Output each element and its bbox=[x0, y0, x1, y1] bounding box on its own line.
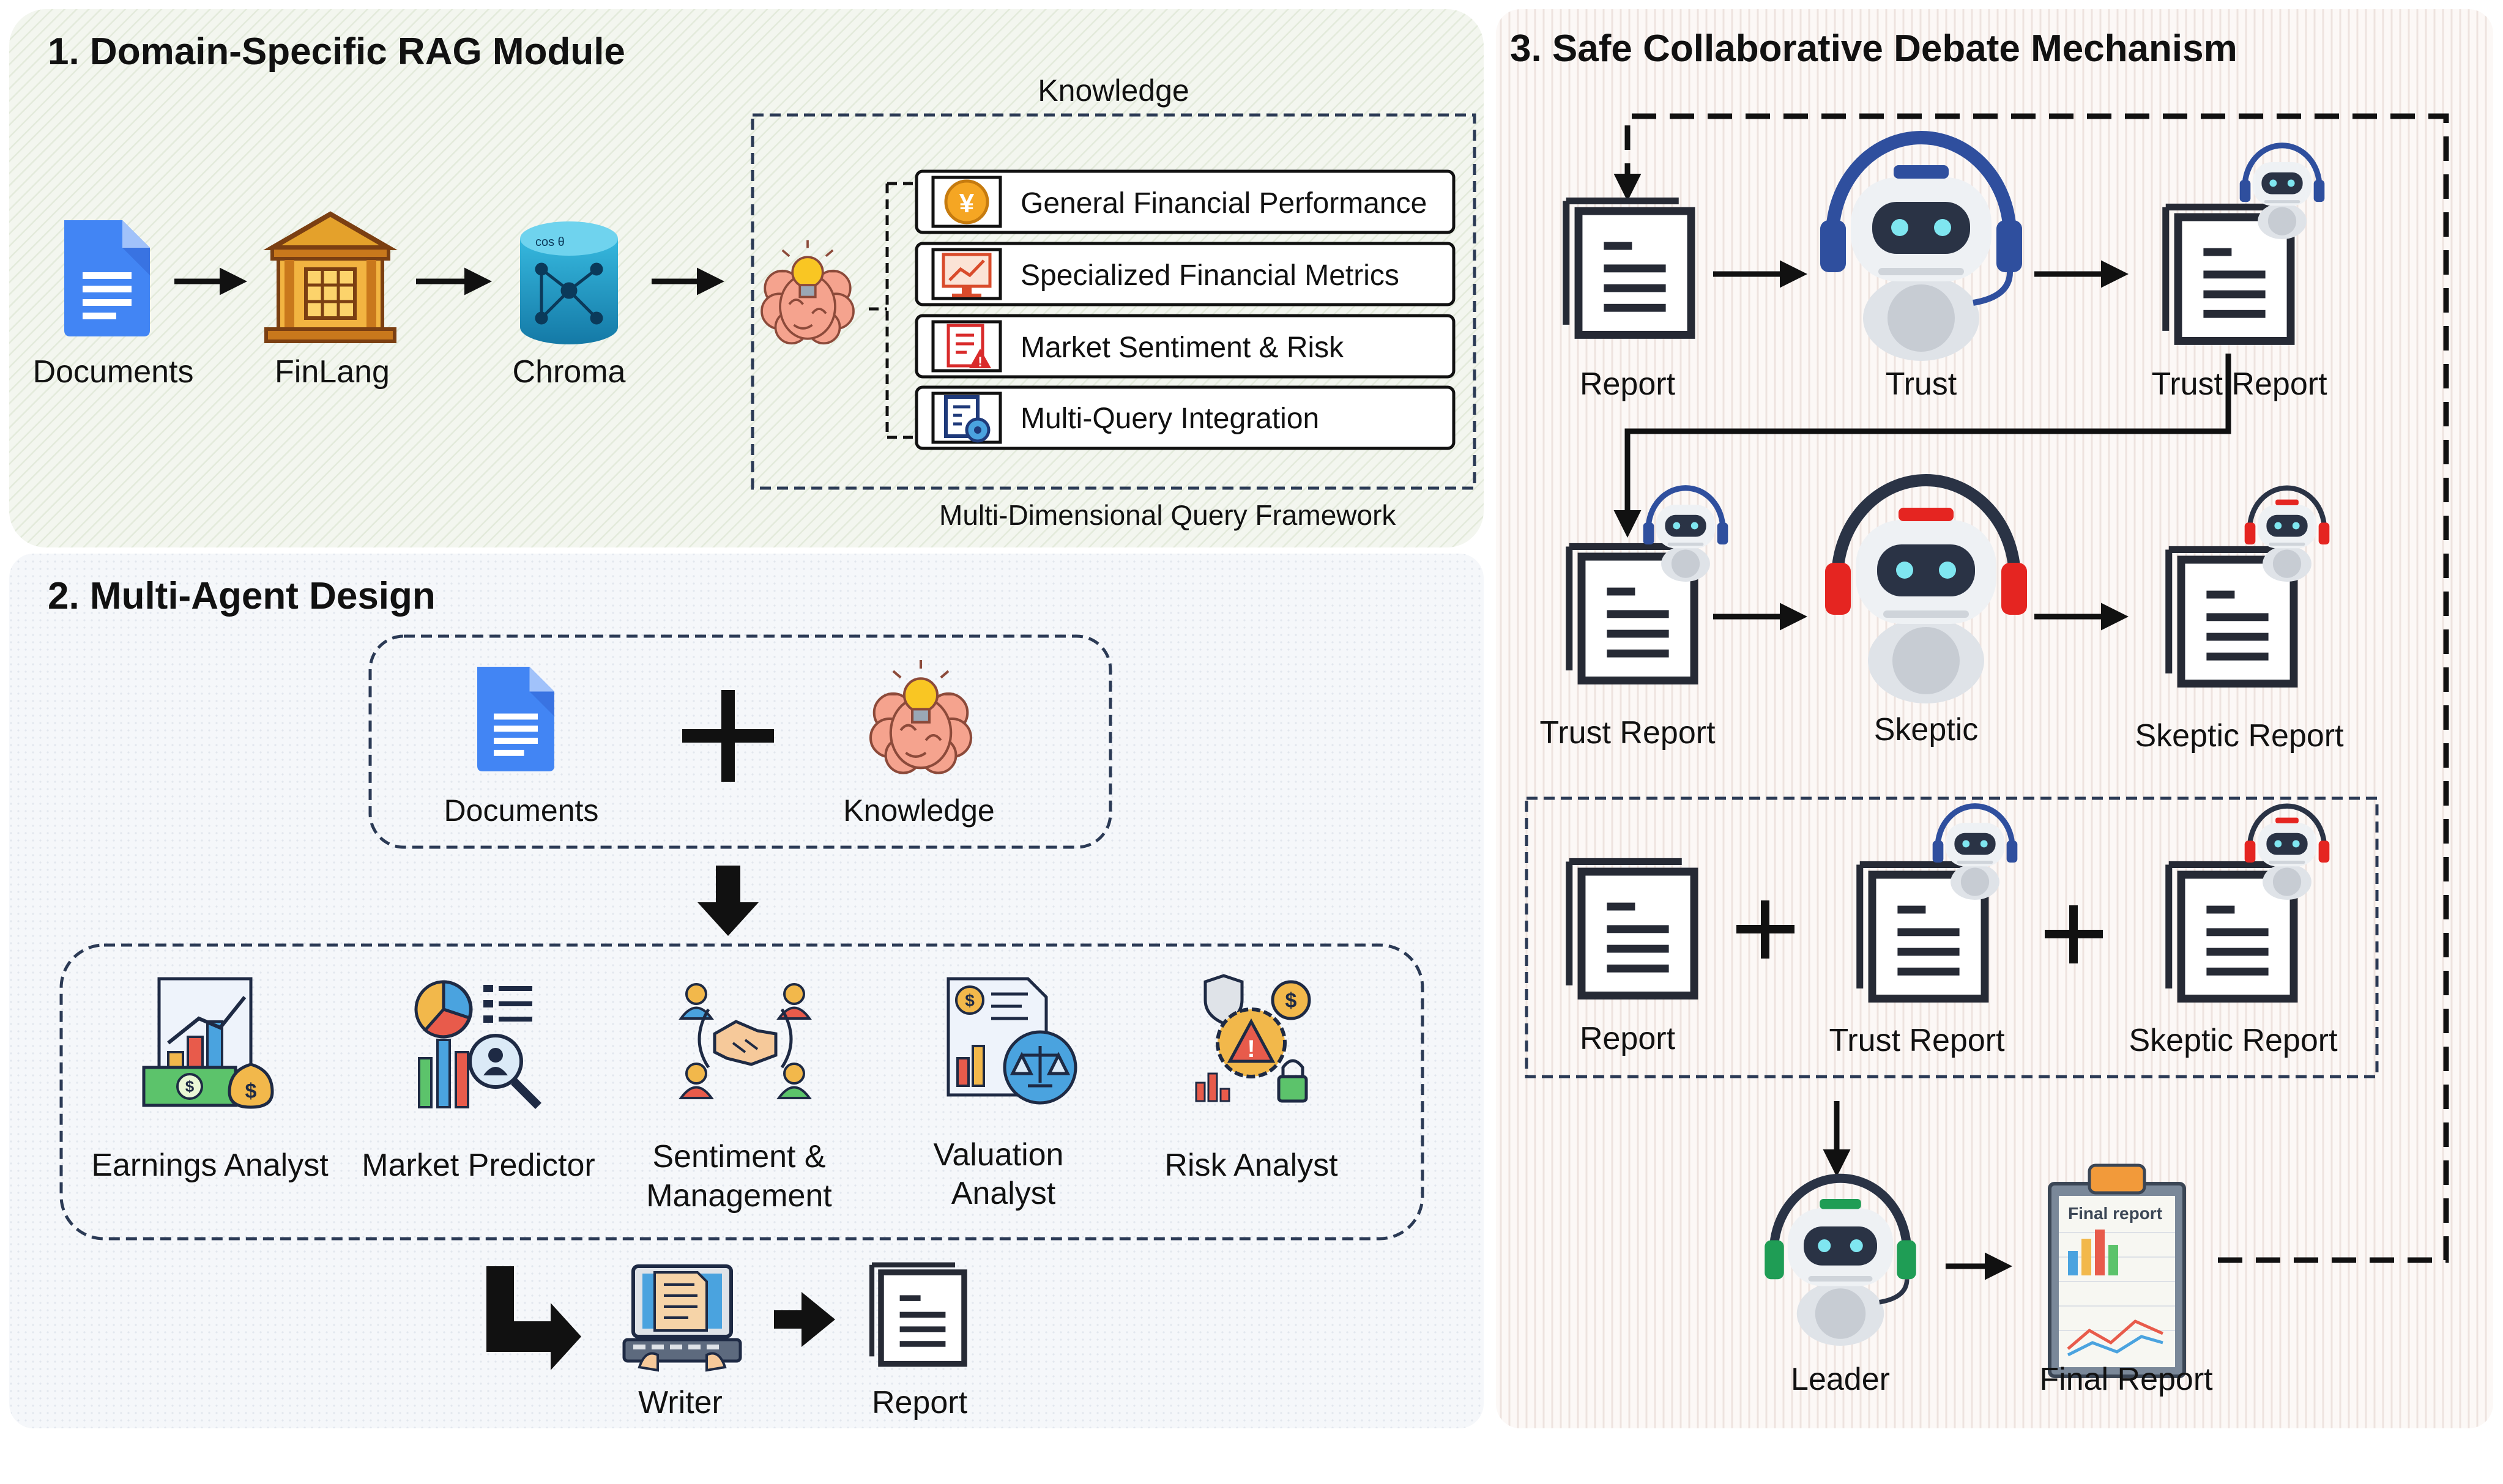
documents-icon bbox=[477, 667, 554, 771]
report-icon bbox=[872, 1265, 964, 1364]
agent-label-line2: Analyst bbox=[951, 1176, 1056, 1211]
svg-text:$: $ bbox=[185, 1077, 195, 1096]
section2-panel bbox=[9, 554, 1484, 1428]
integration-gear-icon bbox=[944, 395, 991, 443]
query-item: ¥ General Financial Performance bbox=[915, 169, 1456, 234]
final-report-label: Final Report bbox=[2039, 1362, 2213, 1397]
row2-label-trust-report: Trust Report bbox=[1539, 715, 1716, 751]
warning-document-icon: ! bbox=[947, 324, 991, 369]
row3-label-report: Report bbox=[1580, 1021, 1676, 1056]
query-item: Multi-Query Integration bbox=[915, 385, 1456, 450]
final-report-clipboard-icon: Final report bbox=[2048, 1163, 2186, 1378]
feedback-loop-arrow bbox=[1613, 113, 2449, 1263]
section3-title: 3. Safe Collaborative Debate Mechanism bbox=[1510, 28, 2237, 70]
earnings-chart-icon: $ $ bbox=[142, 977, 274, 1109]
yen-coin-icon: ¥ bbox=[944, 179, 989, 224]
agent-label: Sentiment & bbox=[652, 1139, 825, 1174]
skeptic-robot-badge-icon bbox=[2244, 803, 2330, 900]
row2-label-skeptic-report: Skeptic Report bbox=[2135, 718, 2344, 754]
trust-robot-icon bbox=[1820, 131, 2022, 361]
query-bracket bbox=[869, 182, 915, 439]
input-label-documents: Documents bbox=[444, 793, 599, 828]
svg-text:!: ! bbox=[1247, 1036, 1255, 1063]
agent-label-line2: Management bbox=[646, 1178, 832, 1214]
report-icon bbox=[1566, 201, 1691, 335]
row2-label-skeptic: Skeptic bbox=[1874, 712, 1979, 748]
risk-shield-icon: $ ! bbox=[1195, 974, 1311, 1103]
query-label: Market Sentiment & Risk bbox=[1021, 332, 1344, 364]
query-label: Specialized Financial Metrics bbox=[1021, 259, 1399, 292]
clipboard-caption: Final report bbox=[2068, 1204, 2162, 1223]
plus-icon bbox=[682, 690, 774, 782]
trust-robot-badge-icon bbox=[2239, 143, 2325, 239]
agents-box bbox=[59, 943, 1424, 1241]
market-analysis-icon bbox=[414, 980, 541, 1109]
skeptic-robot-badge-icon bbox=[2244, 485, 2330, 582]
right-arrow-icon bbox=[774, 1292, 835, 1347]
valuation-scale-icon: $ bbox=[947, 977, 1077, 1105]
inputs-box bbox=[368, 634, 1112, 849]
plus-icon bbox=[2045, 905, 2103, 963]
query-item: ! Market Sentiment & Risk bbox=[915, 314, 1456, 379]
query-framework-box bbox=[751, 113, 1476, 490]
agent-label: Risk Analyst bbox=[1164, 1148, 1338, 1183]
svg-text:$: $ bbox=[1285, 989, 1297, 1012]
svg-text:$: $ bbox=[245, 1080, 257, 1103]
trust-robot-badge-icon bbox=[1643, 485, 1728, 582]
chroma-icon-caption: cos θ bbox=[535, 236, 565, 249]
connector-arrow bbox=[1613, 354, 2231, 538]
pipeline-label-finlang: FinLang bbox=[275, 354, 390, 390]
skeptic-robot-icon bbox=[1825, 474, 2027, 703]
writer-label: Writer bbox=[638, 1385, 723, 1420]
query-label: General Financial Performance bbox=[1021, 187, 1427, 220]
pipeline-label-documents: Documents bbox=[33, 354, 194, 390]
row1-label-trust: Trust bbox=[1886, 366, 1957, 402]
row1-label-report: Report bbox=[1580, 366, 1676, 402]
section2-title: 2. Multi-Agent Design bbox=[48, 575, 436, 617]
svg-text:¥: ¥ bbox=[959, 188, 975, 218]
leader-label: Leader bbox=[1791, 1362, 1890, 1397]
section1-title: 1. Domain-Specific RAG Module bbox=[48, 31, 625, 73]
agent-label: Earnings Analyst bbox=[91, 1148, 329, 1183]
input-label-knowledge: Knowledge bbox=[843, 793, 994, 828]
handshake-icon bbox=[679, 983, 812, 1099]
chroma-database-icon: cos θ bbox=[520, 221, 618, 344]
pipeline-label-chroma: Chroma bbox=[513, 354, 626, 390]
writer-computer-icon bbox=[622, 1264, 742, 1372]
trust-robot-badge-icon bbox=[1932, 803, 2018, 900]
bent-arrow-icon bbox=[486, 1266, 581, 1370]
svg-text:!: ! bbox=[978, 354, 982, 369]
agent-label: Market Predictor bbox=[362, 1148, 595, 1183]
agent-label: Valuation bbox=[934, 1137, 1064, 1173]
row1-label-trust-report: Trust Report bbox=[2151, 366, 2327, 402]
down-arrow-icon bbox=[697, 866, 759, 936]
report-icon bbox=[1569, 861, 1694, 995]
bank-building-icon bbox=[263, 211, 398, 343]
leader-robot-icon bbox=[1765, 1173, 1916, 1346]
section3-panel bbox=[1496, 9, 2493, 1428]
monitor-chart-icon bbox=[942, 253, 992, 297]
plus-icon bbox=[1736, 900, 1794, 959]
report-label: Report bbox=[872, 1385, 968, 1420]
framework-label: Multi-Dimensional Query Framework bbox=[939, 499, 1396, 531]
query-label: Multi-Query Integration bbox=[1021, 403, 1319, 435]
knowledge-label: Knowledge bbox=[1038, 73, 1189, 108]
documents-icon bbox=[64, 220, 150, 336]
row3-label-skeptic-report: Skeptic Report bbox=[2129, 1023, 2338, 1058]
row3-label-trust-report: Trust Report bbox=[1829, 1023, 2005, 1058]
svg-text:$: $ bbox=[965, 991, 975, 1010]
query-item: Specialized Financial Metrics bbox=[915, 242, 1456, 306]
